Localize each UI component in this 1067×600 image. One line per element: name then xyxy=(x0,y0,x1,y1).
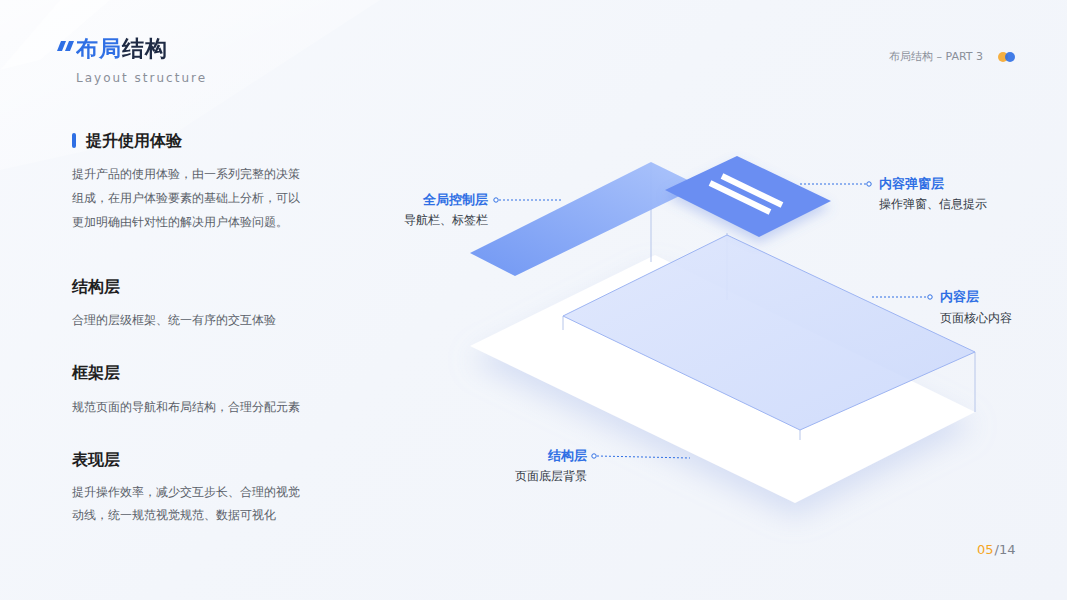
item-heading: 结构层 xyxy=(72,277,120,297)
item-heading: 表现层 xyxy=(72,450,120,470)
item-heading: 框架层 xyxy=(72,363,120,383)
layer-desc: 页面核心内容 xyxy=(940,310,1012,326)
layer-desc: 操作弹窗、信息提示 xyxy=(879,196,987,212)
layer-name: 内容弹窗层 xyxy=(879,175,944,193)
subtitle: Layout structure xyxy=(76,70,207,86)
section-marker: 布局结构 – PART 3 xyxy=(889,50,983,64)
page-total: /14 xyxy=(995,541,1016,559)
layer-desc: 导航栏、标签栏 xyxy=(404,212,488,228)
item-text: 合理的层级框架、统一有序的交互体验 xyxy=(72,308,306,332)
page-title: 布局结构 xyxy=(76,35,168,63)
item-text: 规范页面的导航和布局结构，合理分配元素 xyxy=(72,395,306,419)
layer-desc: 页面底层背景 xyxy=(515,468,587,484)
layer-name: 内容层 xyxy=(940,288,979,306)
layer-name: 全局控制层 xyxy=(423,191,488,209)
body-text: 提升产品的使用体验，由一系列完整的决策 组成，在用户体验要素的基础上分析，可以 … xyxy=(72,162,306,234)
layer-name: 结构层 xyxy=(548,447,587,465)
page-number: 05 xyxy=(977,541,994,559)
item-text: 提升操作效率，减少交互步长、合理的视觉 动线，统一规范视觉规范、数据可视化 xyxy=(72,481,306,527)
section-heading: 提升使用体验 xyxy=(86,131,182,151)
